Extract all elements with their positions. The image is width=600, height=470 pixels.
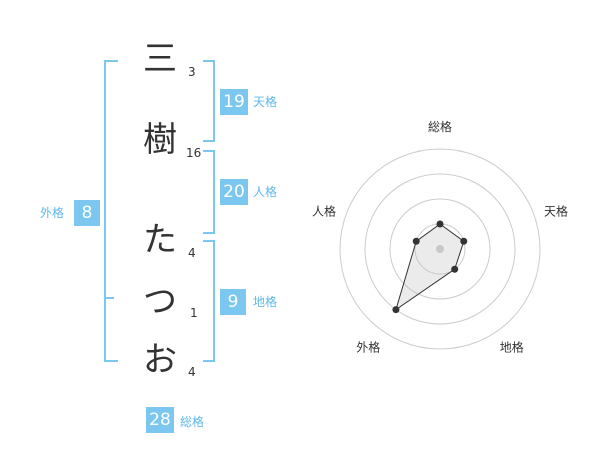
radar-ring-4 xyxy=(339,148,541,350)
radar-ring-3 xyxy=(364,173,516,325)
radar-point-1 xyxy=(436,220,444,228)
gaikaku-label: 外格 xyxy=(40,206,65,220)
radar-point-2 xyxy=(460,237,468,245)
gaikaku-bracket xyxy=(104,60,118,362)
radar-point-5 xyxy=(412,237,420,245)
soukaku-label: 総格 xyxy=(180,415,205,429)
stroke-count-2: 16 xyxy=(186,146,202,160)
jinkaku-bracket xyxy=(203,150,215,234)
name-character-1: 三 xyxy=(143,39,177,79)
soukaku-value-badge: 28 xyxy=(146,407,174,433)
radar-center-dot xyxy=(436,245,444,253)
chikaku-bracket xyxy=(203,240,215,362)
jinkaku-value-badge: 20 xyxy=(220,179,248,205)
radar-point-4 xyxy=(392,306,400,314)
radar-axis-label-5: 人格 xyxy=(312,203,336,218)
name-character-4: つ xyxy=(143,282,177,322)
name-character-5: お xyxy=(143,340,177,380)
gaikaku-value-badge: 8 xyxy=(74,200,100,226)
radar-axis-label-3: 地格 xyxy=(500,340,524,355)
stroke-count-3: 4 xyxy=(188,246,196,260)
radar-axis-label-4: 外格 xyxy=(356,340,380,355)
name-character-3: た xyxy=(143,220,177,260)
tenkaku-label: 天格 xyxy=(253,95,278,109)
gaikaku-bracket-tick xyxy=(104,297,114,299)
tenkaku-value-badge: 19 xyxy=(220,89,248,115)
radar-axis-label-2: 天格 xyxy=(544,203,568,218)
radar-point-3 xyxy=(451,265,459,273)
stroke-count-5: 4 xyxy=(188,365,196,379)
stroke-count-4: 1 xyxy=(190,306,198,320)
stroke-count-1: 3 xyxy=(188,65,196,79)
name-character-2: 樹 xyxy=(143,120,177,160)
radar-axis-label-1: 総格 xyxy=(428,119,452,134)
radar-ring-2 xyxy=(389,198,491,300)
chikaku-label: 地格 xyxy=(253,295,278,309)
tenkaku-bracket xyxy=(203,60,215,142)
chikaku-value-badge: 9 xyxy=(220,289,246,315)
jinkaku-label: 人格 xyxy=(253,185,278,199)
radar-value-polygon xyxy=(395,223,465,311)
